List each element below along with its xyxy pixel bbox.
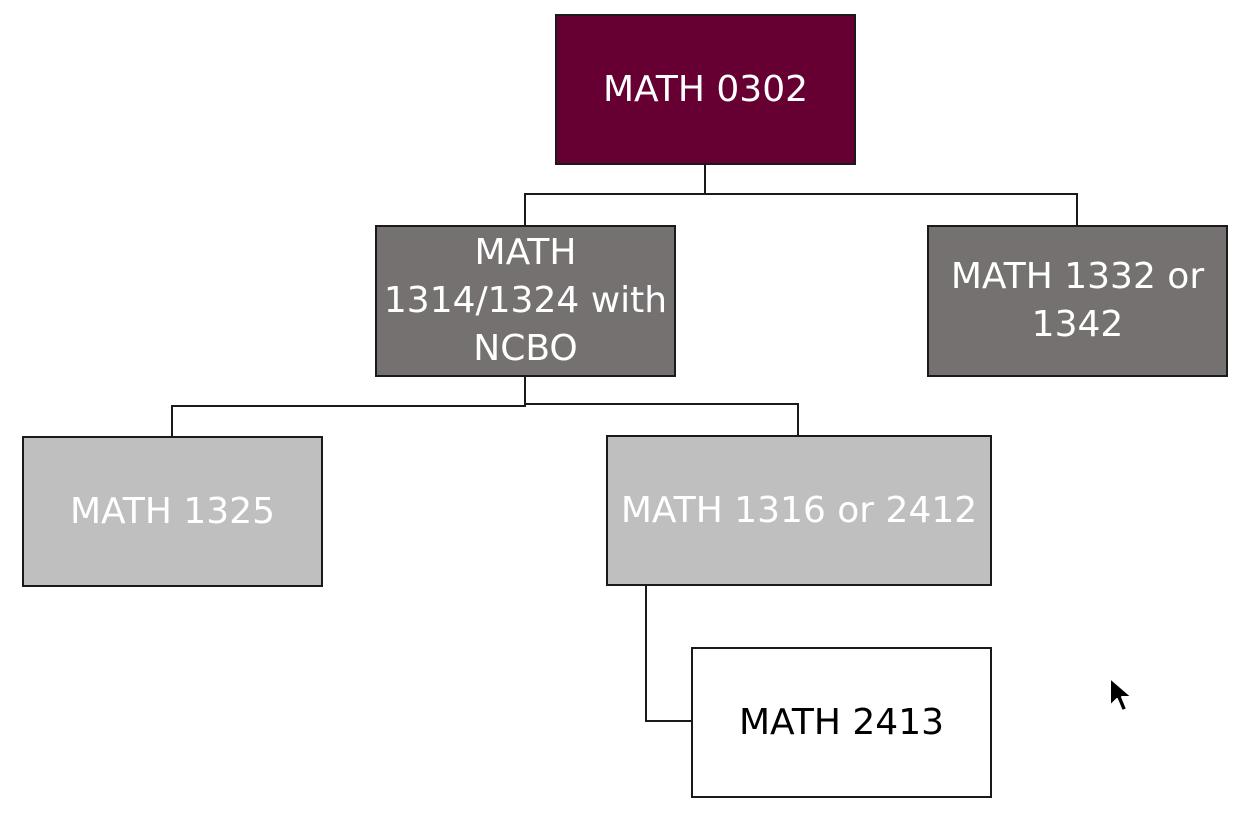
node-math-0302: MATH 0302 bbox=[555, 14, 856, 165]
mouse-pointer-icon bbox=[1109, 677, 1133, 712]
connector-0302-to-1332 bbox=[705, 193, 1078, 225]
node-math-2413: MATH 2413 bbox=[691, 647, 992, 798]
node-math-1332-1342: MATH 1332 or 1342 bbox=[927, 225, 1228, 377]
connector-1316-to-2413 bbox=[645, 586, 691, 722]
connector-1314-to-1316 bbox=[525, 403, 799, 435]
connector-1314-to-1325 bbox=[171, 377, 526, 436]
node-label: MATH 1332 or 1342 bbox=[950, 256, 1205, 345]
node-math-1316-2412: MATH 1316 or 2412 bbox=[606, 435, 992, 586]
node-label: MATH 1314/1324 with NCBO bbox=[383, 232, 668, 369]
node-label: MATH 0302 bbox=[602, 68, 808, 110]
node-math-1314-1324: MATH 1314/1324 with NCBO bbox=[375, 225, 676, 377]
node-label: MATH 1325 bbox=[69, 490, 275, 532]
node-math-1325: MATH 1325 bbox=[22, 436, 323, 587]
connector-0302-to-1314 bbox=[524, 165, 706, 225]
node-label: MATH 1316 or 2412 bbox=[620, 489, 978, 531]
node-label: MATH 2413 bbox=[738, 701, 944, 743]
